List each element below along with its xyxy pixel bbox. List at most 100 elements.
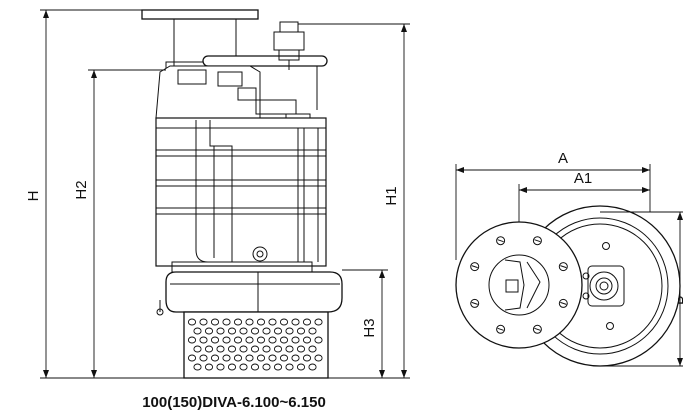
- strainer-hole: [262, 363, 271, 371]
- dim-label-h: H: [25, 191, 42, 202]
- strainer-hole: [314, 318, 323, 326]
- strainer-hole: [233, 318, 243, 326]
- pump-side-view: [141, 9, 343, 379]
- strainer-hole: [187, 354, 197, 362]
- strainer-hole: [308, 345, 317, 353]
- strainer-hole: [302, 318, 312, 326]
- flange-bolt: [532, 324, 542, 334]
- strainer-hole: [233, 336, 243, 344]
- strainer-hole: [285, 327, 294, 335]
- strainer-hole: [256, 336, 266, 344]
- strainer-hole: [199, 354, 208, 362]
- strainer-hole: [250, 363, 260, 371]
- dim-label-h3: H3: [361, 318, 378, 337]
- strainer-hole: [227, 363, 237, 371]
- flange-bolt: [532, 236, 542, 246]
- strainer-hole: [273, 327, 283, 335]
- dim-label-h2: H2: [73, 180, 90, 199]
- flange-bolt-slot: [560, 265, 567, 269]
- flange-bolt-slot: [497, 239, 504, 243]
- strainer-hole: [193, 345, 202, 353]
- strainer-hole: [193, 327, 202, 335]
- strainer-hole: [245, 318, 254, 326]
- strainer-hole: [204, 345, 214, 353]
- flange-bolts: [470, 236, 568, 334]
- strainer-hole: [262, 327, 271, 335]
- strainer-hole: [268, 318, 277, 326]
- strainer-hole: [210, 336, 220, 344]
- flange-bolt-slot: [560, 301, 567, 305]
- strainer-hole: [296, 345, 306, 353]
- flange-bolt: [558, 298, 568, 308]
- strainer-hole: [268, 354, 277, 362]
- dimension-lines-side: [40, 9, 410, 379]
- flange-bolt: [496, 324, 506, 334]
- strainer-hole: [308, 327, 317, 335]
- flange-bolt-slot: [471, 265, 478, 269]
- model-title: 100(150)DIVA-6.100~6.150: [142, 394, 326, 411]
- strainer-hole: [245, 354, 254, 362]
- strainer-hole: [291, 354, 300, 362]
- strainer-hole: [204, 327, 214, 335]
- strainer-hole: [245, 336, 254, 344]
- strainer-hole: [204, 363, 214, 371]
- strainer-hole: [256, 354, 266, 362]
- strainer-hole: [222, 354, 231, 362]
- strainer-hole: [222, 318, 231, 326]
- strainer-hole: [296, 363, 306, 371]
- strainer-hole: [216, 345, 225, 353]
- strainer-hole: [239, 327, 248, 335]
- strainer-hole: [291, 336, 300, 344]
- strainer-hole: [239, 363, 248, 371]
- strainer-hole: [279, 336, 289, 344]
- dim-label-a1: A1: [574, 170, 592, 187]
- strainer-hole: [302, 336, 312, 344]
- strainer-hole: [193, 363, 202, 371]
- dimension-arrows-top: [456, 167, 683, 366]
- strainer-hole: [256, 318, 266, 326]
- dim-label-h1: H1: [383, 186, 400, 205]
- dimension-arrows-side: [43, 10, 407, 378]
- strainer-hole: [199, 318, 208, 326]
- strainer-hole: [308, 363, 317, 371]
- strainer-hole: [199, 336, 208, 344]
- strainer-hole: [233, 354, 243, 362]
- strainer-hole: [314, 354, 323, 362]
- strainer-hole: [187, 336, 197, 344]
- strainer-hole: [187, 318, 197, 326]
- pump-top-view: [455, 205, 681, 367]
- strainer-hole: [250, 327, 260, 335]
- strainer-hole: [222, 336, 231, 344]
- strainer-hole: [296, 327, 306, 335]
- strainer-hole: [285, 345, 294, 353]
- strainer-hole: [273, 345, 283, 353]
- strainer-hole: [239, 345, 248, 353]
- strainer-hole: [302, 354, 312, 362]
- flange-bolt-slot: [471, 301, 478, 305]
- strainer-hole: [285, 363, 294, 371]
- strainer-hole: [216, 327, 225, 335]
- strainer-hole: [216, 363, 225, 371]
- flange-bolt: [496, 236, 506, 246]
- strainer-hole: [268, 336, 277, 344]
- dim-label-b: B: [675, 295, 683, 305]
- strainer-hole: [262, 345, 271, 353]
- strainer-hole: [210, 318, 220, 326]
- strainer-hole: [291, 318, 300, 326]
- strainer-hole: [279, 318, 289, 326]
- strainer-hole: [273, 363, 283, 371]
- strainer-hole: [279, 354, 289, 362]
- strainer-hole: [227, 345, 237, 353]
- strainer-hole: [210, 354, 220, 362]
- strainer-hole: [314, 336, 323, 344]
- flange-bolt: [470, 298, 480, 308]
- flange-bolt-slot: [534, 327, 541, 331]
- dim-label-a: A: [558, 150, 568, 167]
- flange-bolt-slot: [534, 239, 541, 243]
- strainer-holes: [187, 318, 323, 371]
- dimension-lines-top: [455, 164, 683, 367]
- strainer-hole: [250, 345, 260, 353]
- flange-bolt: [558, 262, 568, 272]
- flange-bolt: [470, 262, 480, 272]
